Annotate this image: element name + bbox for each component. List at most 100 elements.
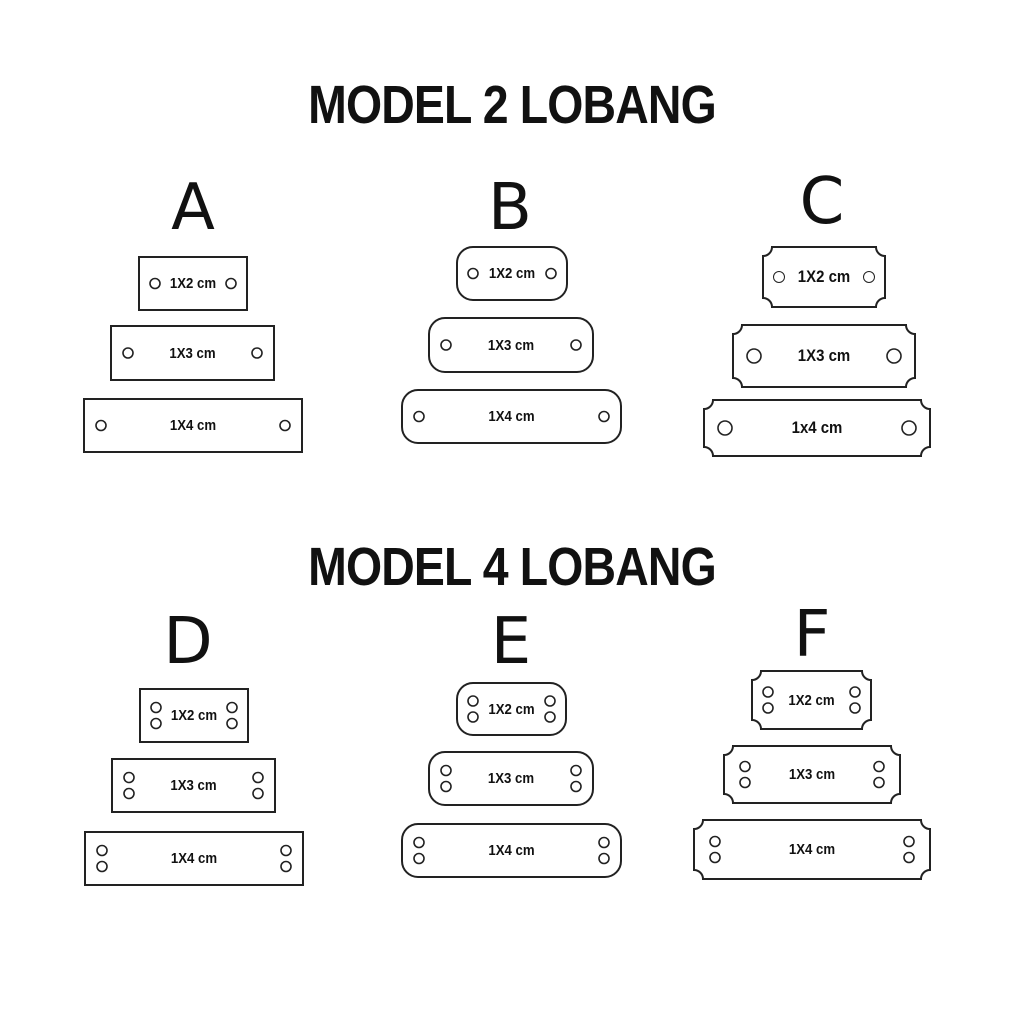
plate-size-label: 1X2 cm — [788, 691, 835, 709]
plate-outline — [83, 398, 303, 453]
plate-outline — [456, 246, 568, 301]
plate-outline — [401, 389, 622, 444]
plate-size-label: 1x4 cm — [791, 418, 843, 437]
plate-outline — [703, 399, 931, 457]
plate-outline — [762, 246, 886, 308]
plate-f-1x4: 1X4 cm — [693, 819, 931, 880]
plate-f-1x2: 1X2 cm — [751, 670, 872, 730]
mounting-hole — [570, 780, 582, 793]
plate-size-label: 1X3 cm — [487, 336, 535, 354]
mounting-hole — [467, 695, 479, 707]
plate-outline — [732, 324, 916, 388]
plate-size-label: 1X4 cm — [169, 417, 217, 434]
mounting-hole — [280, 860, 292, 873]
model-letter-d: D — [163, 605, 213, 679]
plate-e-1x3: 1X3 cm — [428, 751, 594, 806]
plate-size-label: 1X2 cm — [169, 275, 217, 292]
plate-c-1x2: 1X2 cm — [762, 246, 886, 308]
mounting-hole — [413, 836, 425, 849]
heading-model-4-lobang: MODEL 4 LOBANG — [308, 537, 717, 597]
model-letter-e: E — [490, 605, 532, 679]
plate-size-label: 1X3 cm — [170, 777, 217, 794]
mounting-hole — [873, 776, 885, 789]
mounting-hole — [225, 277, 237, 290]
mounting-hole — [598, 410, 610, 423]
mounting-hole — [903, 835, 915, 848]
plate-c-1x3: 1X3 cm — [732, 324, 916, 388]
plate-d-1x4: 1X4 cm — [84, 831, 304, 886]
mounting-hole — [746, 348, 762, 364]
mounting-hole — [226, 701, 238, 714]
plate-outline — [139, 688, 249, 743]
plate-outline-svg — [428, 317, 594, 373]
mounting-hole — [545, 267, 557, 280]
mounting-hole — [150, 717, 162, 730]
plate-outline-svg — [456, 246, 568, 301]
mounting-hole — [598, 852, 610, 865]
plate-e-1x4: 1X4 cm — [401, 823, 622, 878]
plate-outline-svg — [139, 688, 249, 743]
plate-outline-svg — [732, 324, 916, 388]
plate-outline — [110, 325, 275, 381]
plate-a-1x2: 1X2 cm — [138, 256, 248, 311]
plate-size-label: 1X4 cm — [488, 408, 535, 425]
plate-a-1x4: 1X4 cm — [83, 398, 303, 453]
plate-outline-svg — [456, 682, 567, 736]
plate-size-label: 1X2 cm — [170, 707, 218, 724]
plate-b-1x4: 1X4 cm — [401, 389, 622, 444]
plate-outline-svg — [110, 325, 275, 381]
mounting-hole — [226, 717, 238, 730]
mounting-hole — [440, 339, 452, 351]
plate-b-1x2: 1X2 cm — [456, 246, 568, 301]
model-letter-f: F — [793, 598, 831, 672]
plate-size-label: 1X3 cm — [797, 346, 851, 365]
mounting-hole — [717, 420, 733, 436]
model-letter-b: B — [488, 171, 532, 245]
plate-outline — [428, 317, 594, 373]
plate-outline — [693, 819, 931, 880]
plate-outline-svg — [751, 670, 872, 730]
plate-outline-svg — [693, 819, 931, 880]
plate-f-1x3: 1X3 cm — [723, 745, 901, 804]
heading-model-2-lobang: MODEL 2 LOBANG — [308, 75, 717, 135]
mounting-hole — [252, 771, 264, 784]
mounting-hole — [467, 711, 479, 723]
mounting-hole — [762, 702, 774, 714]
plate-outline-svg — [762, 246, 886, 308]
plate-outline-svg — [111, 758, 276, 813]
mounting-hole — [149, 277, 161, 290]
plate-outline — [751, 670, 872, 730]
mounting-hole — [773, 271, 785, 283]
mounting-hole — [413, 410, 425, 423]
mounting-hole — [901, 420, 917, 436]
mounting-hole — [709, 835, 721, 848]
plate-outline-svg — [703, 399, 931, 457]
plate-size-label: 1X3 cm — [169, 344, 216, 362]
plate-outline-svg — [428, 751, 594, 806]
mounting-hole — [251, 347, 263, 359]
mounting-hole — [95, 419, 107, 432]
mounting-hole — [413, 852, 425, 865]
mounting-hole — [903, 851, 915, 864]
mounting-hole — [440, 780, 452, 793]
plate-a-1x3: 1X3 cm — [110, 325, 275, 381]
mounting-hole — [849, 686, 861, 698]
model-letter-c: C — [799, 165, 845, 239]
mounting-hole — [570, 764, 582, 777]
plate-outline — [111, 758, 276, 813]
mounting-hole — [598, 836, 610, 849]
mounting-hole — [123, 771, 135, 784]
plate-outline — [84, 831, 304, 886]
mounting-hole — [150, 701, 162, 714]
mounting-hole — [122, 347, 134, 359]
mounting-hole — [570, 339, 582, 351]
plate-size-label: 1X4 cm — [170, 850, 218, 867]
plate-outline-svg — [83, 398, 303, 453]
mounting-hole — [279, 419, 291, 432]
plate-outline-svg — [401, 823, 622, 878]
plate-size-label: 1X2 cm — [488, 265, 536, 282]
mounting-hole — [467, 267, 479, 280]
mounting-hole — [123, 787, 135, 800]
mounting-hole — [739, 760, 751, 773]
